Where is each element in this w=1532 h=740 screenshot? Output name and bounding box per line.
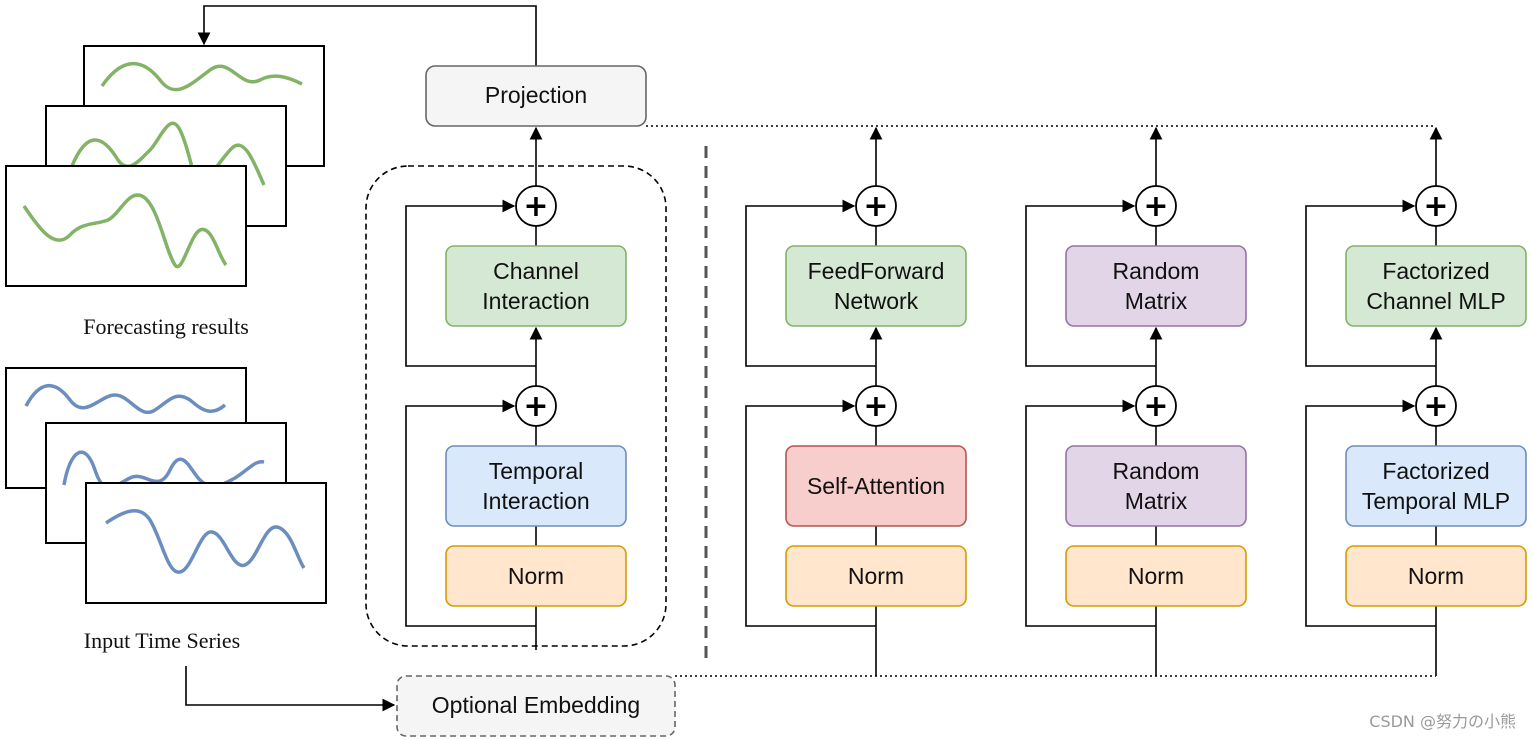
- norm-label-line: Norm: [1408, 563, 1464, 589]
- upper-plus-symbol: +: [863, 189, 888, 224]
- forecast-wave-3: [22, 193, 228, 269]
- lower-add-node: [855, 385, 897, 427]
- upper-module-box: [1345, 245, 1527, 327]
- upper-module-label-line: Interaction: [482, 288, 589, 314]
- upper-add-node: [1135, 185, 1177, 227]
- lower-module-box: [785, 445, 967, 527]
- lower-module-box: [445, 445, 627, 527]
- lower-module-label-line: Temporal MLP: [1362, 488, 1510, 514]
- norm-box: [785, 545, 967, 607]
- upper-module-box: [785, 245, 967, 327]
- norm-box: [445, 545, 627, 607]
- lower-module-box: [1065, 445, 1247, 527]
- input-panels: [5, 367, 327, 604]
- lower-module-label: Self-Attention: [807, 473, 945, 499]
- input-wave-3: [105, 509, 306, 574]
- input-caption: Input Time Series: [84, 628, 240, 653]
- lower-plus-symbol: +: [523, 389, 548, 424]
- forecast-caption: Forecasting results: [83, 314, 249, 339]
- residual-lower: [745, 399, 876, 627]
- lower-module-label-line: Factorized: [1382, 458, 1489, 484]
- lower-module-label-line: Matrix: [1125, 488, 1188, 514]
- norm-label-line: Norm: [508, 563, 564, 589]
- upper-plus-symbol: +: [1423, 189, 1448, 224]
- upper-module-label-line: Network: [834, 288, 919, 314]
- lower-plus-symbol: +: [1143, 389, 1168, 424]
- output-arrow: [197, 5, 537, 66]
- norm-label: Norm: [1128, 563, 1184, 589]
- residual-lower: [405, 399, 536, 627]
- norm-label: Norm: [848, 563, 904, 589]
- norm-label: Norm: [508, 563, 564, 589]
- upper-module-label-line: Factorized: [1382, 258, 1489, 284]
- upper-plus-symbol: +: [523, 189, 548, 224]
- lower-add-node: [515, 385, 557, 427]
- upper-module-box: [1065, 245, 1247, 327]
- upper-module-label-line: Matrix: [1125, 288, 1188, 314]
- norm-label-line: Norm: [848, 563, 904, 589]
- residual-upper: [745, 199, 876, 367]
- lower-module-label-line: Temporal: [489, 458, 584, 484]
- upper-plus-symbol: +: [1143, 189, 1168, 224]
- residual-lower: [1305, 399, 1436, 627]
- lower-add-node: [1135, 385, 1177, 427]
- residual-upper: [1025, 199, 1156, 367]
- lower-plus-symbol: +: [1423, 389, 1448, 424]
- input-wave-1: [24, 383, 227, 414]
- input-arrow: [185, 666, 396, 712]
- projection-label: Projection: [485, 82, 587, 108]
- forecast-wave-2: [70, 121, 266, 186]
- lower-module-label-line: Interaction: [482, 488, 589, 514]
- upper-module-label-line: Random: [1113, 258, 1200, 284]
- upper-module-label-line: Channel MLP: [1366, 288, 1505, 314]
- projection-box: [425, 65, 647, 127]
- upper-module-label-line: FeedForward: [808, 258, 945, 284]
- upper-module-box: [445, 245, 627, 327]
- norm-box: [1065, 545, 1247, 607]
- residual-upper: [1305, 199, 1436, 367]
- norm-label-line: Norm: [1128, 563, 1184, 589]
- watermark: CSDN @努力の小熊: [1369, 712, 1516, 731]
- lower-plus-symbol: +: [863, 389, 888, 424]
- norm-label: Norm: [1408, 563, 1464, 589]
- input-wave-2: [62, 450, 265, 490]
- upper-add-node: [1415, 185, 1457, 227]
- forecast-wave-1: [100, 62, 303, 92]
- upper-add-node: [855, 185, 897, 227]
- embedding-box: [396, 675, 676, 737]
- residual-lower: [1025, 399, 1156, 627]
- lower-add-node: [1415, 385, 1457, 427]
- norm-box: [1345, 545, 1527, 607]
- upper-module-label-line: Channel: [493, 258, 579, 284]
- lower-module-box: [1345, 445, 1527, 527]
- residual-upper: [405, 199, 536, 367]
- forecast-panels: [5, 45, 325, 287]
- lower-module-label-line: Random: [1113, 458, 1200, 484]
- lower-module-label-line: Self-Attention: [807, 473, 945, 499]
- generic-block-frame: [365, 165, 667, 647]
- upper-add-node: [515, 185, 557, 227]
- embedding-label: Optional Embedding: [432, 692, 640, 718]
